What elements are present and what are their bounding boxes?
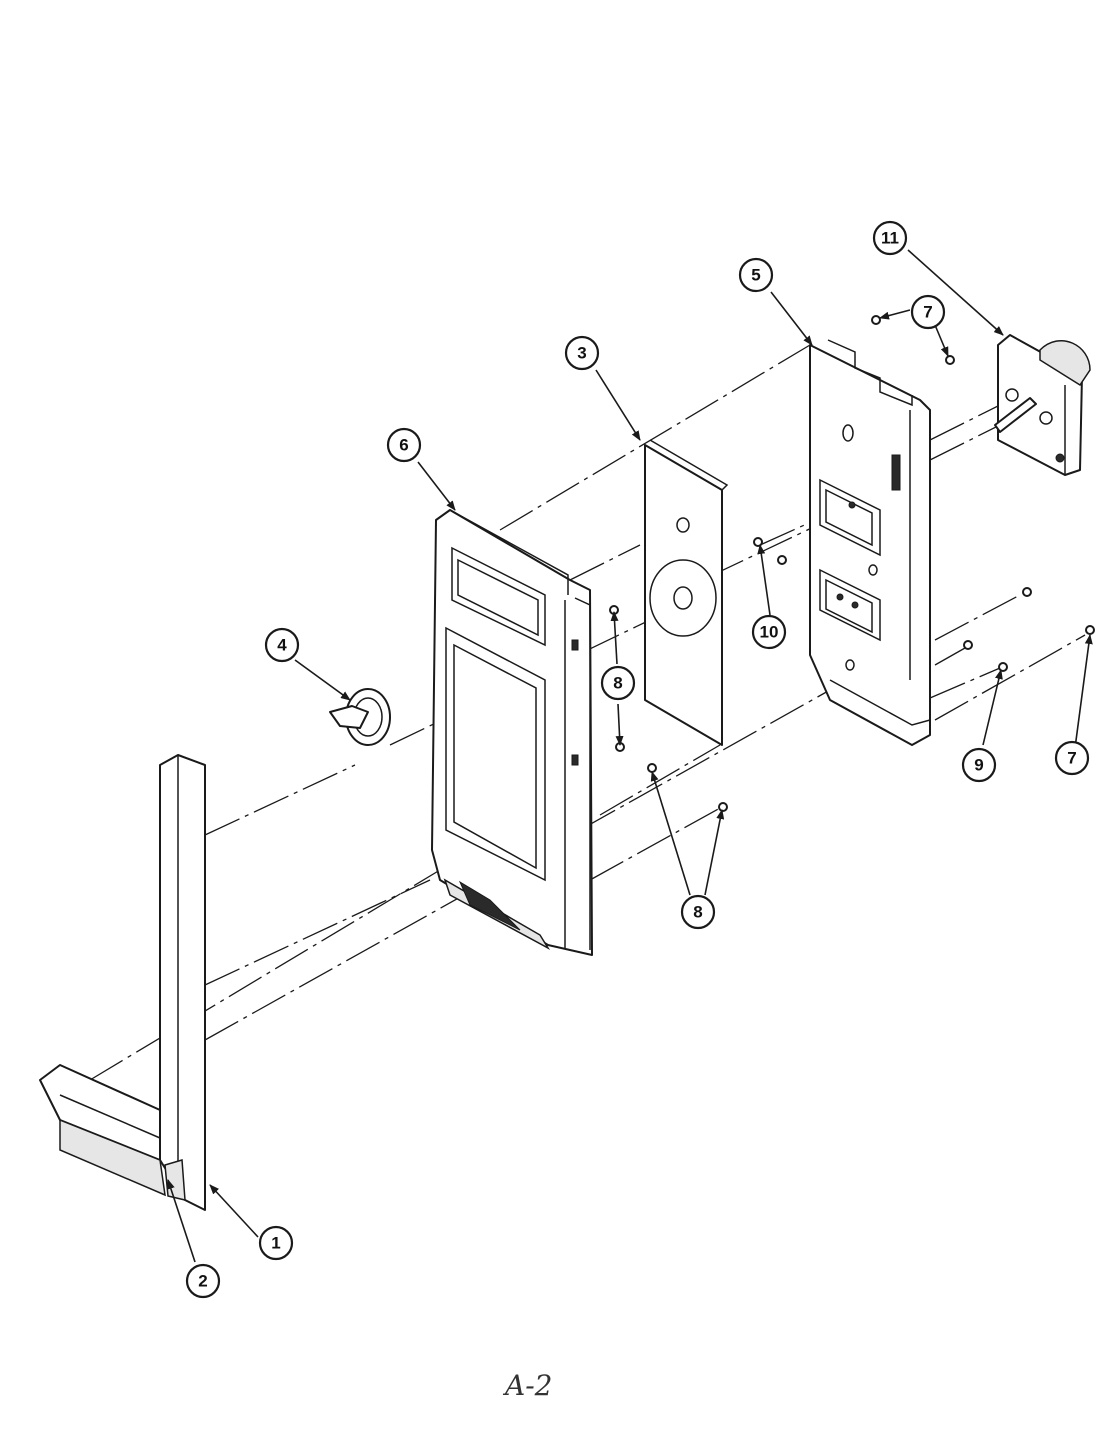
callout-9: 9: [961, 747, 997, 783]
callout-11-label: 11: [881, 229, 899, 248]
leader-lines: [167, 249, 1093, 1263]
callout-11: 11: [872, 220, 908, 256]
part-6-door-panel: [431, 509, 593, 956]
callout-6-label: 6: [399, 436, 408, 455]
callout-7-right-label: 7: [1067, 749, 1076, 768]
callout-5: 5: [738, 257, 774, 293]
part-2-foot-block: [164, 1159, 186, 1201]
callout-4: 4: [264, 627, 300, 663]
callout-8-lower-label: 8: [693, 903, 702, 922]
callout-5-label: 5: [751, 266, 760, 285]
callout-7-top: 7: [910, 294, 946, 330]
part-4-knob: [329, 688, 391, 746]
callout-10-label: 10: [760, 623, 779, 642]
callout-3: 3: [564, 335, 600, 371]
part-11-motor: [994, 334, 1091, 476]
part-3-bracket-sheet: [644, 439, 729, 746]
callout-8-lower: 8: [680, 894, 716, 930]
callout-2: 2: [185, 1263, 221, 1299]
callout-10: 10: [751, 614, 787, 650]
callout-1-label: 1: [271, 1234, 280, 1253]
part-5-chassis: [809, 339, 931, 746]
part-1-side-frame: [39, 754, 206, 1211]
callout-7-top-label: 7: [923, 303, 932, 322]
callout-8-upper: 8: [600, 665, 636, 701]
callout-6: 6: [386, 427, 422, 463]
callout-8-upper-label: 8: [613, 674, 622, 693]
callout-4-label: 4: [277, 636, 287, 655]
callout-1: 1: [258, 1225, 294, 1261]
page-label: A-2: [502, 1369, 553, 1402]
callout-9-label: 9: [974, 756, 983, 775]
callout-7-right: 7: [1054, 740, 1090, 776]
callout-2-label: 2: [198, 1272, 207, 1291]
callout-3-label: 3: [577, 344, 586, 363]
